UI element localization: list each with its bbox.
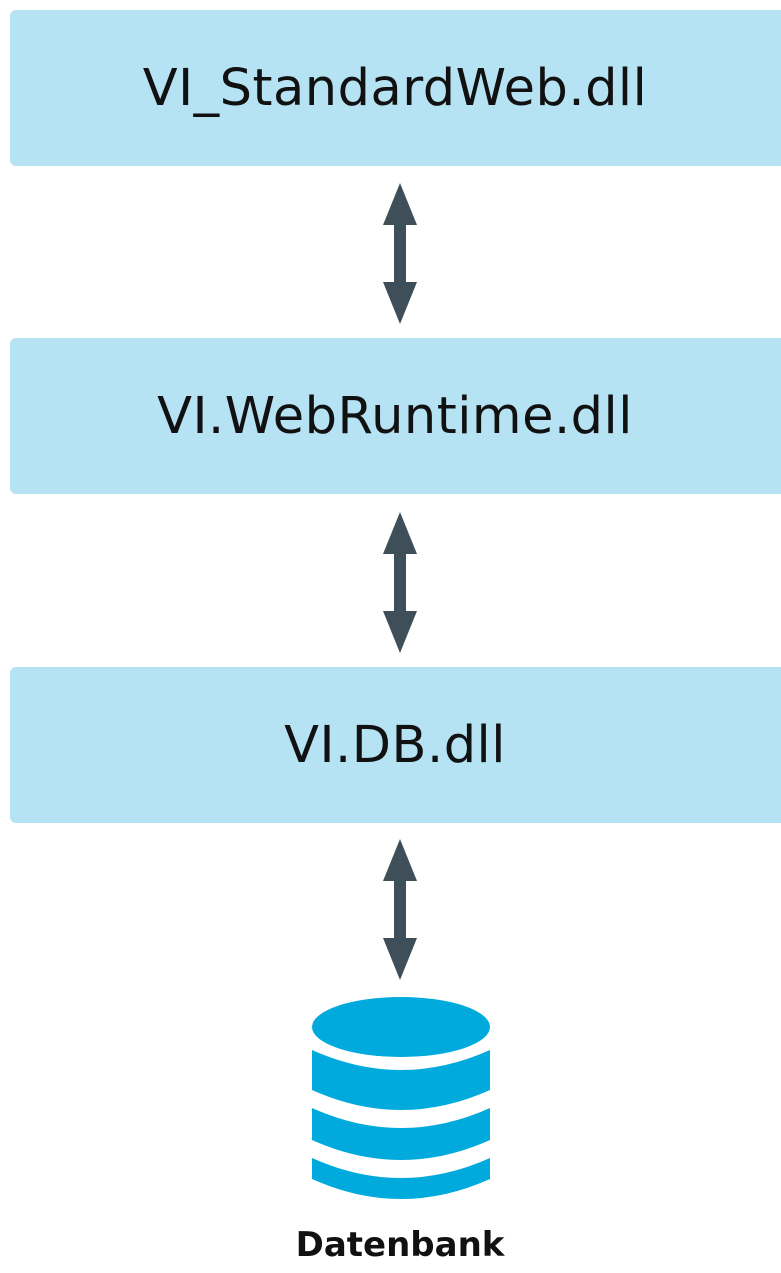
database-label: Datenbank bbox=[295, 1225, 505, 1265]
layer-label: VI.DB.dll bbox=[284, 715, 506, 775]
double-arrow-icon bbox=[383, 839, 417, 980]
layer-label: VI.WebRuntime.dll bbox=[157, 386, 633, 446]
layer-box-standardweb: VI_StandardWeb.dll bbox=[10, 10, 781, 166]
database-icon bbox=[312, 997, 490, 1199]
double-arrow-icon bbox=[383, 512, 417, 653]
double-arrow-icon bbox=[383, 183, 417, 324]
layer-box-webruntime: VI.WebRuntime.dll bbox=[10, 338, 781, 494]
layer-label: VI_StandardWeb.dll bbox=[142, 58, 648, 118]
layer-box-db: VI.DB.dll bbox=[10, 667, 781, 823]
